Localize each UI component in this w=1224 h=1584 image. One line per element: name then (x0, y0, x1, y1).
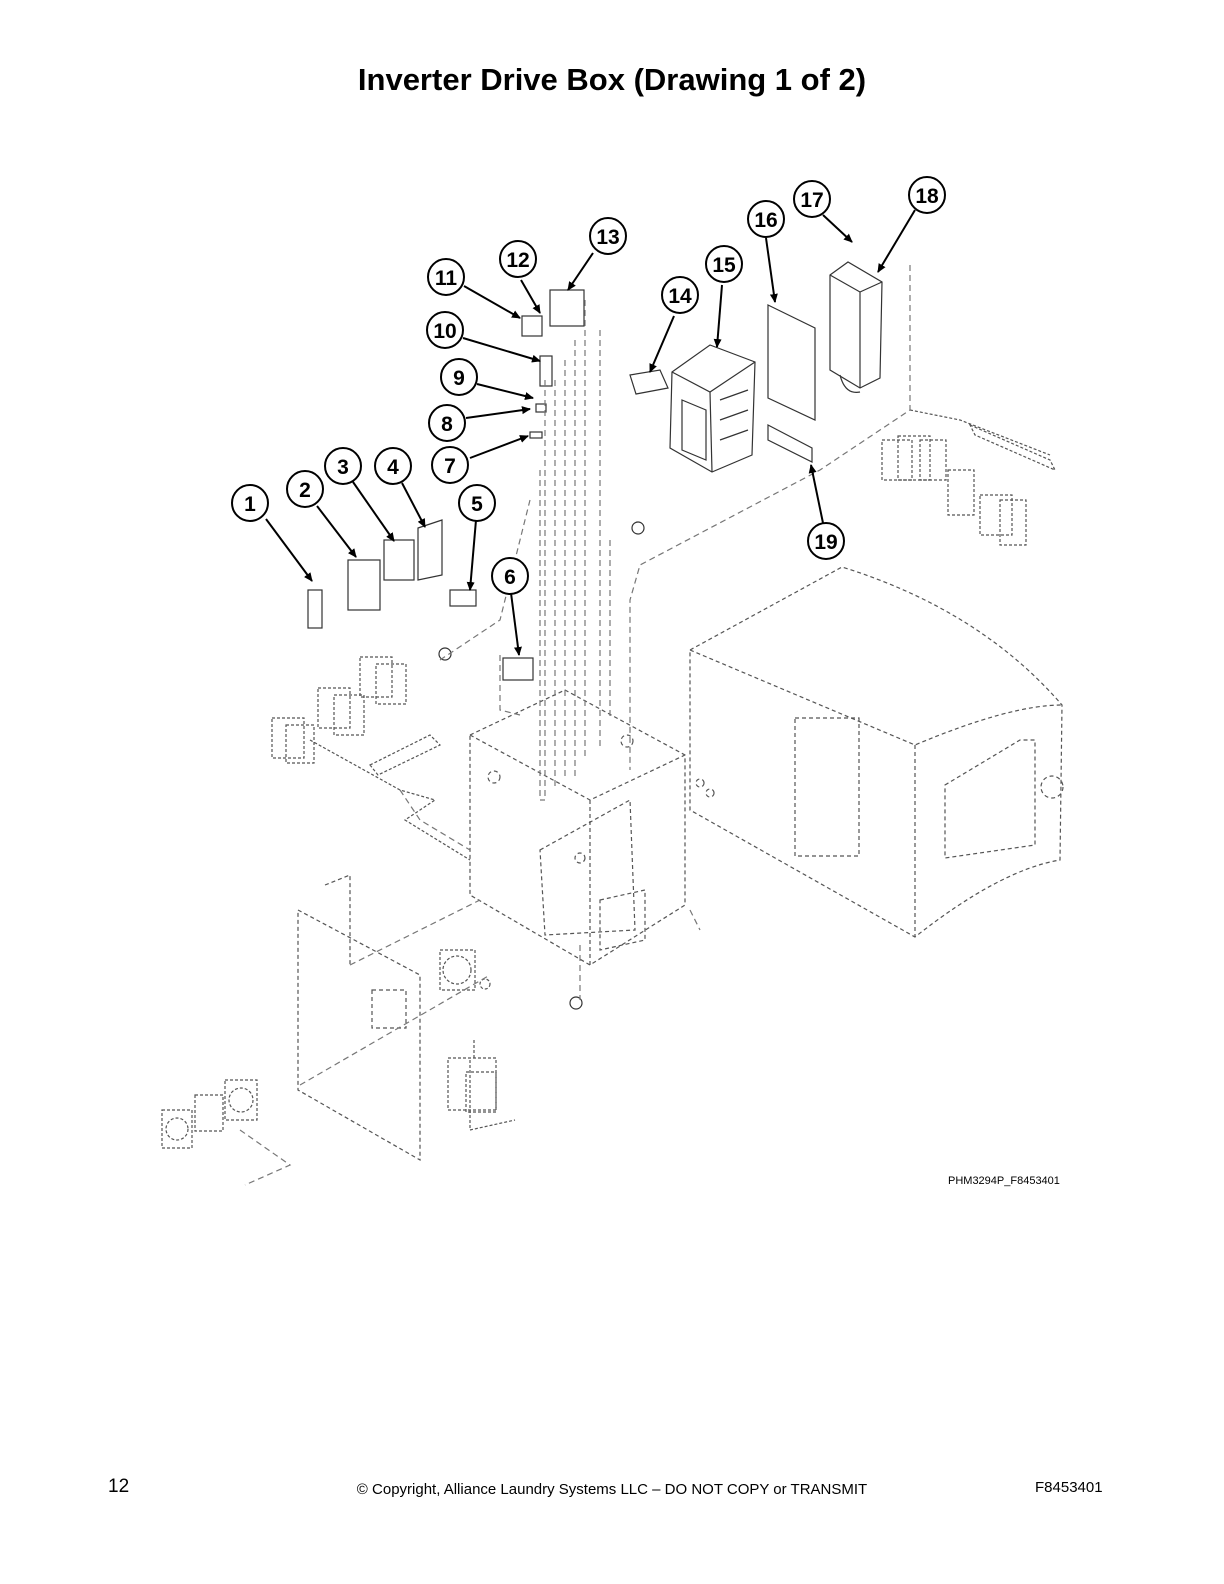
callout-1-leader (265, 518, 313, 582)
fan-assembly (161, 949, 491, 1149)
mounting-plate (767, 304, 816, 421)
callout-19: 19 (807, 522, 845, 560)
callout-17: 17 (793, 180, 831, 218)
callout-9: 9 (440, 358, 478, 396)
callout-3: 3 (324, 447, 362, 485)
callout-18-leader (877, 209, 916, 273)
callout-5-leader (466, 519, 477, 591)
callout-16-leader (765, 237, 778, 303)
callout-7-label: 7 (444, 455, 456, 478)
callout-3-label: 3 (337, 456, 349, 479)
callout-15-label: 15 (712, 254, 736, 277)
callout-2-leader (316, 505, 357, 558)
callout-18: 18 (908, 176, 946, 214)
callout-3-leader (352, 481, 395, 542)
callout-5: 5 (458, 484, 496, 522)
callout-6-label: 6 (504, 566, 516, 589)
callout-13-leader (567, 252, 594, 291)
back-panel (297, 874, 421, 1162)
callout-11-label: 11 (435, 267, 458, 290)
callout-1: 1 (231, 484, 269, 522)
callout-16-label: 16 (754, 209, 777, 232)
drive-label (629, 369, 669, 395)
callout-4-leader (401, 482, 426, 528)
terminal-block-parts (307, 289, 645, 1010)
callout-10-leader (462, 337, 541, 363)
callout-11: 11 (427, 258, 465, 296)
bracket (767, 424, 813, 463)
callout-12: 12 (499, 240, 537, 278)
callout-7-leader (469, 435, 529, 459)
assembly-lines (239, 265, 911, 1186)
callout-7: 7 (431, 446, 469, 484)
callout-10-label: 10 (433, 320, 456, 343)
callout-13-label: 13 (596, 226, 619, 249)
line-filter (829, 261, 883, 393)
callout-11-leader (463, 285, 521, 319)
callout-8-label: 8 (441, 413, 453, 436)
drive-box-enclosure (469, 689, 686, 966)
drawing-reference: PHM3294P_F8453401 (948, 1175, 1060, 1187)
callout-10: 10 (426, 311, 464, 349)
callout-15-leader (713, 284, 723, 348)
callout-12-label: 12 (506, 249, 529, 272)
contactors-left (271, 656, 471, 861)
callouts: 1 2 3 4 5 6 7 8 9 10 11 12 13 14 15 16 1… (231, 176, 946, 595)
callout-13: 13 (589, 217, 627, 255)
callout-1-label: 1 (244, 493, 256, 516)
transformer (447, 1040, 516, 1131)
callout-9-leader (476, 383, 534, 400)
callout-14: 14 (661, 276, 699, 314)
callout-17-leader (822, 214, 853, 243)
copyright-notice: © Copyright, Alliance Laundry Systems LL… (356, 1481, 868, 1498)
callout-9-label: 9 (453, 367, 465, 390)
callout-5-label: 5 (471, 493, 483, 516)
callout-17-label: 17 (800, 189, 823, 212)
callout-2: 2 (286, 470, 324, 508)
callout-16: 16 (747, 200, 785, 238)
document-id: F8453401 (1035, 1479, 1103, 1496)
callout-4-label: 4 (387, 456, 399, 479)
callout-14-leader (649, 315, 675, 373)
page-title: Inverter Drive Box (Drawing 1 of 2) (357, 62, 867, 97)
cabinet-cover (689, 566, 1064, 938)
callout-6: 6 (491, 557, 529, 595)
callout-6-leader (510, 592, 522, 656)
contactors-right (881, 409, 1057, 546)
callout-8: 8 (428, 404, 466, 442)
inverter-drive (669, 344, 756, 473)
callout-15: 15 (705, 245, 743, 283)
callout-2-label: 2 (299, 479, 311, 502)
callout-8-leader (465, 406, 531, 419)
callout-19-label: 19 (814, 531, 837, 554)
callout-4: 4 (374, 447, 412, 485)
callout-12-leader (520, 279, 541, 314)
callout-14-label: 14 (668, 285, 692, 308)
callout-18-label: 18 (915, 185, 939, 208)
callout-19-leader (808, 464, 824, 524)
page-number: 12 (108, 1476, 130, 1497)
